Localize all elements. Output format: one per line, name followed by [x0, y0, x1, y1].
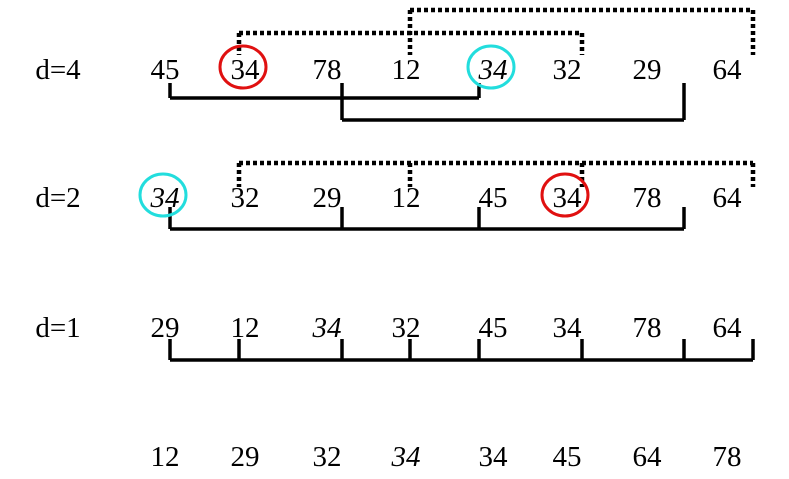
array-value: 78: [713, 441, 742, 473]
array-value: 29: [633, 54, 662, 86]
array-value: 34: [391, 441, 421, 473]
array-value: 64: [633, 441, 663, 473]
array-value: 34: [231, 54, 261, 86]
array-value: 12: [392, 54, 421, 86]
array-value: 64: [713, 182, 743, 214]
row-label: d=1: [35, 312, 80, 344]
array-value: 34: [553, 182, 583, 214]
array-value: 29: [313, 182, 342, 214]
row-label: d=2: [35, 182, 80, 214]
array-value: 32: [313, 441, 342, 473]
array-value: 45: [553, 441, 582, 473]
highlight-circle-cyan: [138, 172, 188, 218]
array-value: 78: [633, 182, 662, 214]
array-value: 32: [392, 312, 421, 344]
array-value: 34: [553, 312, 583, 344]
array-value: 34: [479, 441, 509, 473]
array-value: 12: [231, 312, 260, 344]
highlight-circle-cyan: [466, 44, 516, 90]
highlight-circle-red: [218, 44, 268, 90]
array-value: 32: [231, 182, 260, 214]
array-value: 45: [479, 182, 508, 214]
array-value: 34: [312, 312, 342, 344]
array-value: 12: [151, 441, 180, 473]
highlight-circle-red: [540, 172, 590, 218]
array-value: 32: [553, 54, 582, 86]
array-value: 78: [313, 54, 342, 86]
array-value: 64: [713, 312, 743, 344]
array-value: 29: [151, 312, 180, 344]
array-value: 12: [392, 182, 421, 214]
array-value: 34: [478, 54, 508, 86]
row-label: d=4: [35, 54, 81, 86]
array-value: 64: [713, 54, 743, 86]
array-value: 34: [150, 182, 180, 214]
array-value: 78: [633, 312, 662, 344]
array-value: 45: [151, 54, 180, 86]
array-value: 45: [479, 312, 508, 344]
array-value: 29: [231, 441, 260, 473]
